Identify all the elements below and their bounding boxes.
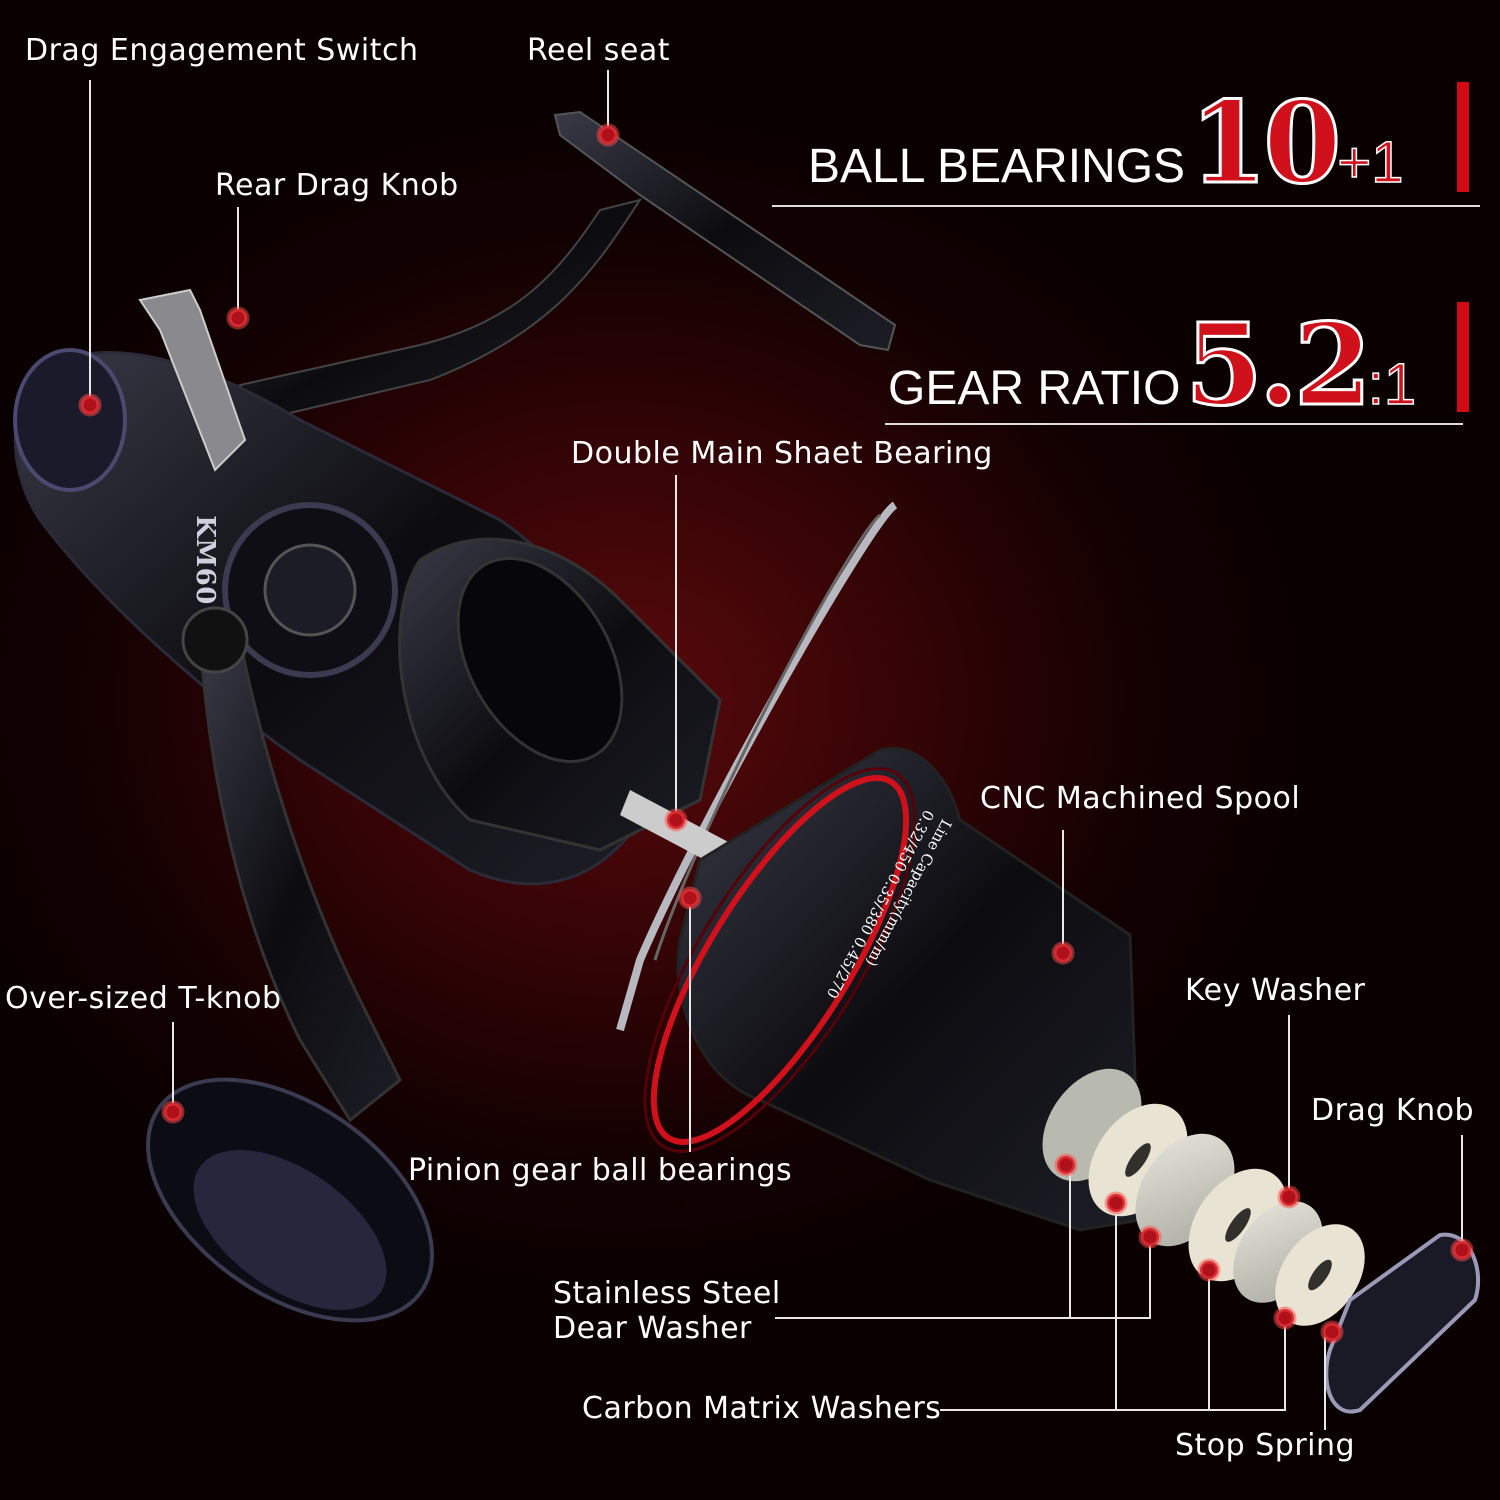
marker-dot [664,808,688,832]
marker-dot [161,1100,185,1124]
marker-dot [1320,1320,1344,1344]
divider [885,423,1463,425]
marker-dot [1104,1191,1128,1215]
ball-bearings-label: BALL BEARINGS [808,140,1186,193]
marker-dot [596,123,620,147]
marker-dot [1197,1258,1221,1282]
divider [772,205,1480,207]
marker-dot [1054,1153,1078,1177]
marker-dot [1277,1185,1301,1209]
label-t-knob: Over-sized T-knob [5,981,282,1016]
label-reel-seat: Reel seat [527,33,671,68]
ball-bearings-value: 10 [1188,77,1343,211]
marker-dot [1051,941,1075,965]
marker-dot [1450,1238,1474,1262]
marker-dot [1273,1306,1297,1330]
reel-seat [553,110,897,352]
accent-bar [1457,302,1469,412]
marker-dot [226,306,250,330]
gear-ratio-value: 5.2 [1183,299,1373,433]
label-drag-engagement-switch: Drag Engagement Switch [25,33,419,68]
gear-ratio-suffix: :1 [1367,351,1417,418]
marker-dot [678,886,702,910]
gear-ratio-label: GEAR RATIO [888,362,1181,415]
label-key-washer: Key Washer [1185,973,1366,1008]
label-stainless-washer-1: Stainless Steel [553,1276,781,1311]
label-double-main-shaft-bearing: Double Main Shaet Bearing [571,436,993,471]
label-pinion-bearings: Pinion gear ball bearings [408,1153,793,1188]
label-stop-spring: Stop Spring [1175,1428,1356,1463]
label-stainless-washer-2: Dear Washer [553,1311,752,1346]
accent-bar [1457,82,1469,192]
marker-dot [1138,1225,1162,1249]
ball-bearings-headline: BALL BEARINGS 10+1 [808,77,1405,211]
label-rear-drag-knob: Rear Drag Knob [215,168,459,203]
label-carbon-washers: Carbon Matrix Washers [582,1391,942,1426]
marker-dot [78,393,102,417]
ball-bearings-suffix: +1 [1337,129,1405,196]
gear-ratio-headline: GEAR RATIO 5.2:1 [888,299,1417,433]
label-drag-knob: Drag Knob [1311,1093,1474,1128]
label-cnc-spool: CNC Machined Spool [980,781,1301,816]
